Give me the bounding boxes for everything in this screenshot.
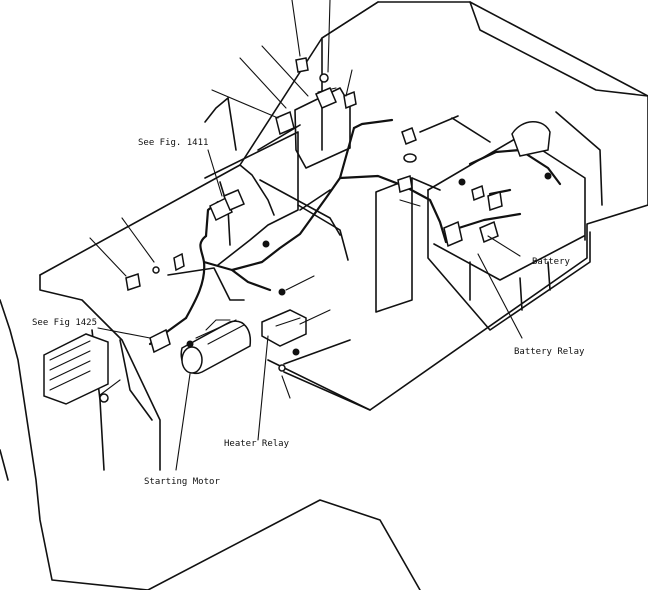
engine-block [167,131,341,301]
battery-box [375,111,603,331]
heater-relay [261,309,307,372]
upper-bracket [257,87,351,169]
label-battery: Battery [532,257,571,267]
label-heater-relay: Heater Relay [224,439,290,449]
wiring-harness [148,118,562,346]
floor-plate [283,339,371,411]
label-see-fig-1425: See Fig 1425 [32,318,97,328]
starting-motor [180,319,252,375]
label-starting-motor: Starting Motor [144,477,220,487]
connectors [125,57,552,354]
leader-lines [89,0,523,471]
label-battery-relay: Battery Relay [514,347,585,357]
heater-box [43,333,121,405]
label-see-fig-1411: See Fig. 1411 [138,138,208,148]
